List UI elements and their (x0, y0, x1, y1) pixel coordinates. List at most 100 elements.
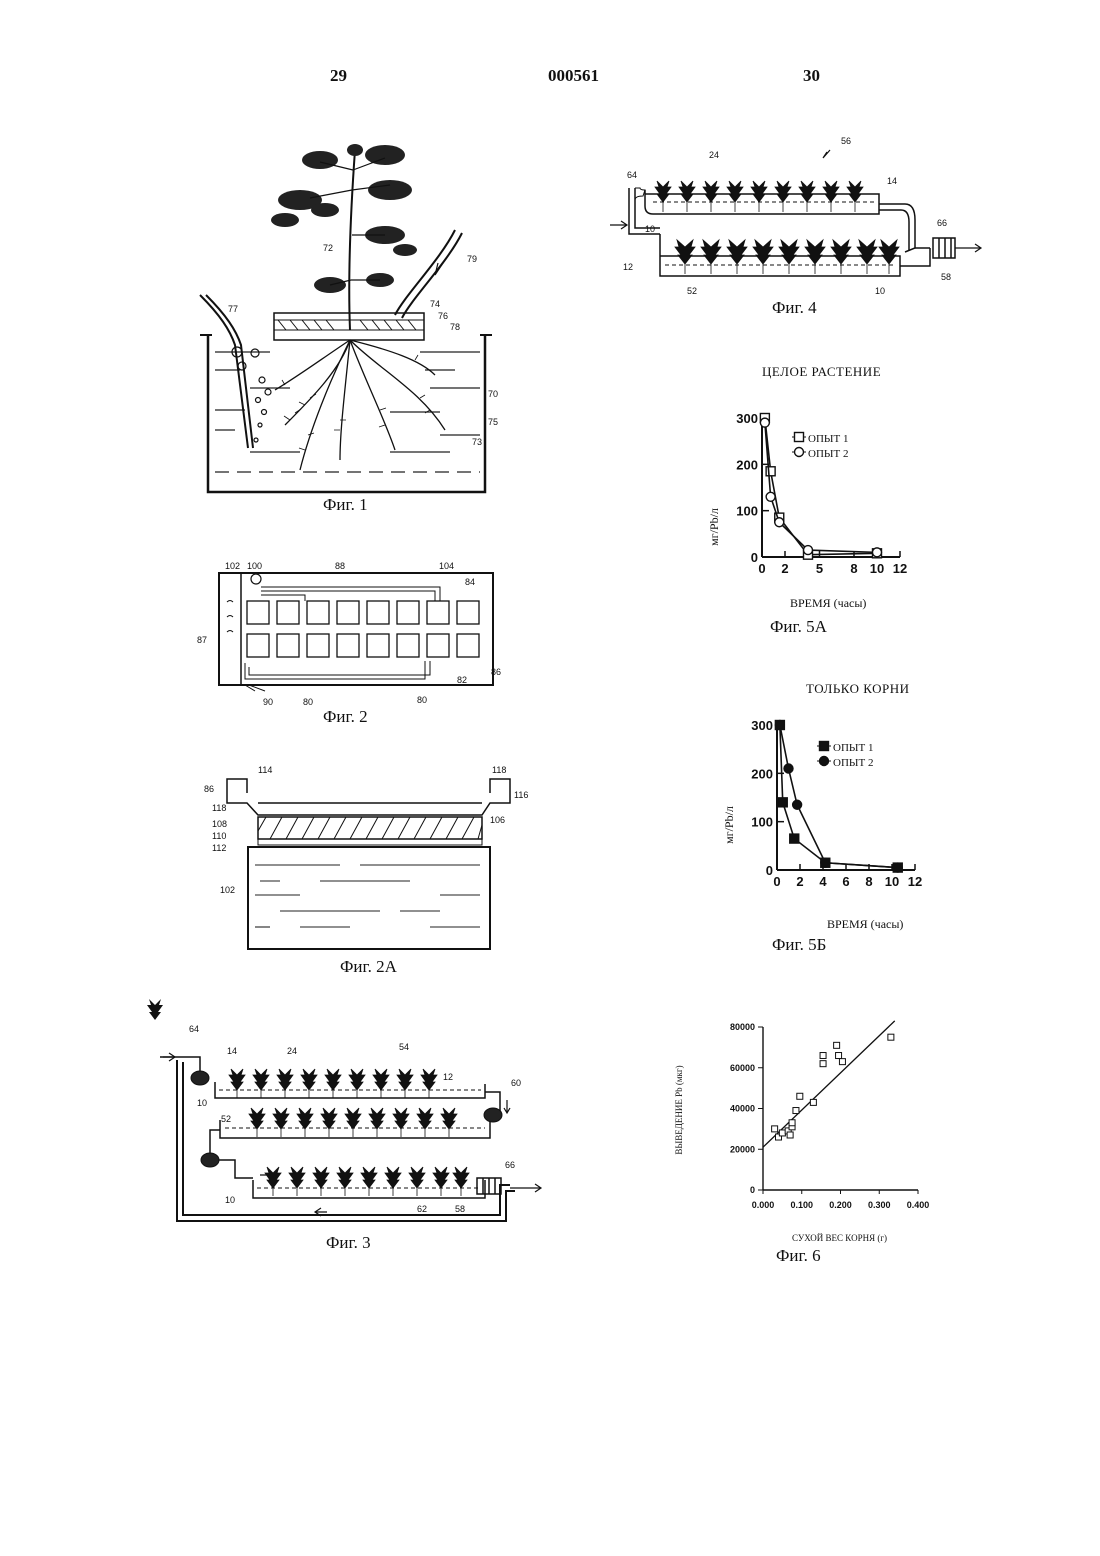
fig2-label-100: 100 (247, 561, 262, 571)
fig6-caption: Фиг. 6 (776, 1246, 821, 1266)
fig4-label-12: 12 (623, 262, 633, 272)
fig4-label-66: 66 (937, 218, 947, 228)
fig5a-chart: мг/Pb/л ОПЫТ 1 ОПЫТ 2 ВРЕМЯ (часы) 01002… (700, 405, 930, 605)
fig6-y-tick-label: 20000 (730, 1144, 755, 1154)
fig6-y-tick-label: 0 (750, 1185, 755, 1195)
fig6-y-axis-label: ВЫВЕДЕНИЕ Pb (мкг) (674, 1065, 684, 1154)
fig5a-y-tick-label: 200 (736, 457, 758, 472)
fig6-x-tick-label: 0.200 (829, 1200, 852, 1210)
fig1-label-73: 73 (472, 437, 482, 447)
fig6-data-point (820, 1053, 826, 1059)
fig5a-x-tick-label: 2 (781, 561, 788, 576)
fig3-label-24: 24 (287, 1046, 297, 1056)
fig6-data-point (772, 1126, 778, 1132)
fig2-label-82: 82 (457, 675, 467, 685)
fig3-label-60: 60 (511, 1078, 521, 1088)
fig6-data-point (779, 1130, 785, 1136)
fig3-label-64: 64 (189, 1024, 199, 1034)
fig2-label-88: 88 (335, 561, 345, 571)
fig6-chart: ВЫВЕДЕНИЕ Pb (мкг) СУХОЙ ВЕС КОРНЯ (г) 0… (668, 1015, 958, 1240)
fig3-label-58: 58 (455, 1204, 465, 1214)
fig4-label-14: 14 (887, 176, 897, 186)
fig5a-y-tick-label: 300 (736, 411, 758, 426)
fig6-trendline (763, 1021, 895, 1147)
fig5b-legend-series-1: ОПЫТ 1 (833, 742, 873, 754)
fig5a-title: ЦЕЛОЕ РАСТЕНИЕ (762, 364, 881, 380)
fig6-x-tick-label: 0.000 (752, 1200, 775, 1210)
fig2-label-84: 84 (465, 577, 475, 587)
fig1-label-72: 72 (323, 243, 333, 253)
fig5b-x-tick-label: 8 (865, 874, 872, 889)
fig3-caption: Фиг. 3 (326, 1233, 371, 1253)
fig6-data-point (787, 1132, 793, 1138)
fig6-x-tick-label: 0.100 (790, 1200, 813, 1210)
fig5a-series-2-point (804, 546, 813, 555)
fig6-data-point (834, 1042, 840, 1048)
fig5a-caption: Фиг. 5А (770, 617, 827, 637)
fig1-label-70: 70 (488, 389, 498, 399)
fig5a-series-2-point (760, 418, 769, 427)
fig2-label-80a: 80 (303, 697, 313, 707)
fig2-label-80b: 80 (417, 695, 427, 705)
fig6-data-point (797, 1093, 803, 1099)
fig5a-y-tick-label: 100 (736, 504, 758, 519)
fig5a-series-1-point (766, 467, 775, 476)
fig1-label-74: 74 (430, 299, 440, 309)
fig2a-label-116: 116 (514, 790, 528, 800)
fig2-label-86: 86 (491, 667, 501, 677)
fig5b-x-tick-label: 6 (842, 874, 849, 889)
fig2-label-87: 87 (197, 635, 207, 645)
fig5b-legend-series-2: ОПЫТ 2 (833, 757, 873, 769)
fig5b-series-2-point (893, 863, 902, 872)
fig4-label-52: 52 (687, 286, 697, 296)
fig4-drawing: 56 24 64 14 10 66 12 58 52 10 (605, 130, 1005, 300)
fig5a-y-tick-label: 0 (751, 550, 758, 565)
fig5b-y-tick-label: 200 (751, 766, 773, 781)
fig6-data-point (888, 1034, 894, 1040)
fig3-label-66: 66 (505, 1160, 515, 1170)
fig1-label-79: 79 (467, 254, 477, 264)
fig4-caption: Фиг. 4 (772, 298, 817, 318)
right-page-number: 30 (803, 66, 820, 86)
fig5a-legend-series-1: ОПЫТ 1 (808, 433, 848, 445)
fig4-label-64: 64 (627, 170, 637, 180)
fig5b-series-2-point (793, 800, 802, 809)
fig4-label-10b: 10 (875, 286, 885, 296)
fig6-x-tick-label: 0.400 (907, 1200, 930, 1210)
fig5b-y-tick-label: 100 (751, 815, 773, 830)
fig2a-drawing: 114 118 86 116 118 108 106 110 112 102 (200, 765, 540, 955)
fig1-caption: Фиг. 1 (323, 495, 368, 515)
fig6-y-tick-label: 40000 (730, 1104, 755, 1114)
fig2a-caption: Фиг. 2А (340, 957, 397, 977)
fig5b-x-tick-label: 2 (796, 874, 803, 889)
fig5b-legend-marker (820, 757, 829, 766)
fig5b-chart: мг/Pb/л ОПЫТ 1 ОПЫТ 2 ВРЕМЯ (часы) 01002… (715, 715, 945, 930)
fig4-label-56: 56 (841, 136, 851, 146)
fig2a-label-110: 110 (212, 831, 226, 841)
fig2a-label-118b: 118 (492, 765, 506, 775)
fig2a-label-118a: 118 (212, 803, 226, 813)
fig2-label-90: 90 (263, 697, 273, 707)
fig5b-x-tick-label: 12 (908, 874, 922, 889)
fig3-label-14: 14 (227, 1046, 237, 1056)
fig5b-y-axis-label: мг/Pb/л (722, 806, 736, 844)
fig5a-series-2-point (766, 492, 775, 501)
fig5a-x-tick-label: 10 (870, 561, 884, 576)
fig5b-x-tick-label: 4 (819, 874, 827, 889)
fig5a-x-tick-label: 8 (850, 561, 857, 576)
fig3-label-52: 52 (221, 1114, 231, 1124)
fig6-y-tick-label: 80000 (730, 1022, 755, 1032)
fig1-label-76: 76 (438, 311, 448, 321)
fig5b-series-1-point (778, 798, 787, 807)
fig4-label-24: 24 (709, 150, 719, 160)
fig2a-label-86: 86 (204, 784, 214, 794)
fig2a-label-108: 108 (212, 819, 227, 829)
fig5b-y-tick-label: 0 (766, 863, 773, 878)
fig6-data-point (789, 1120, 795, 1126)
fig1-drawing: 72 79 77 74 76 78 70 75 73 (190, 130, 510, 500)
fig6-x-axis-label: СУХОЙ ВЕС КОРНЯ (г) (792, 1233, 887, 1243)
fig6-x-tick-label: 0.300 (868, 1200, 891, 1210)
fig5b-series-2-point (821, 858, 830, 867)
fig5b-title: ТОЛЬКО КОРНИ (806, 681, 910, 697)
fig6-data-point (793, 1108, 799, 1114)
